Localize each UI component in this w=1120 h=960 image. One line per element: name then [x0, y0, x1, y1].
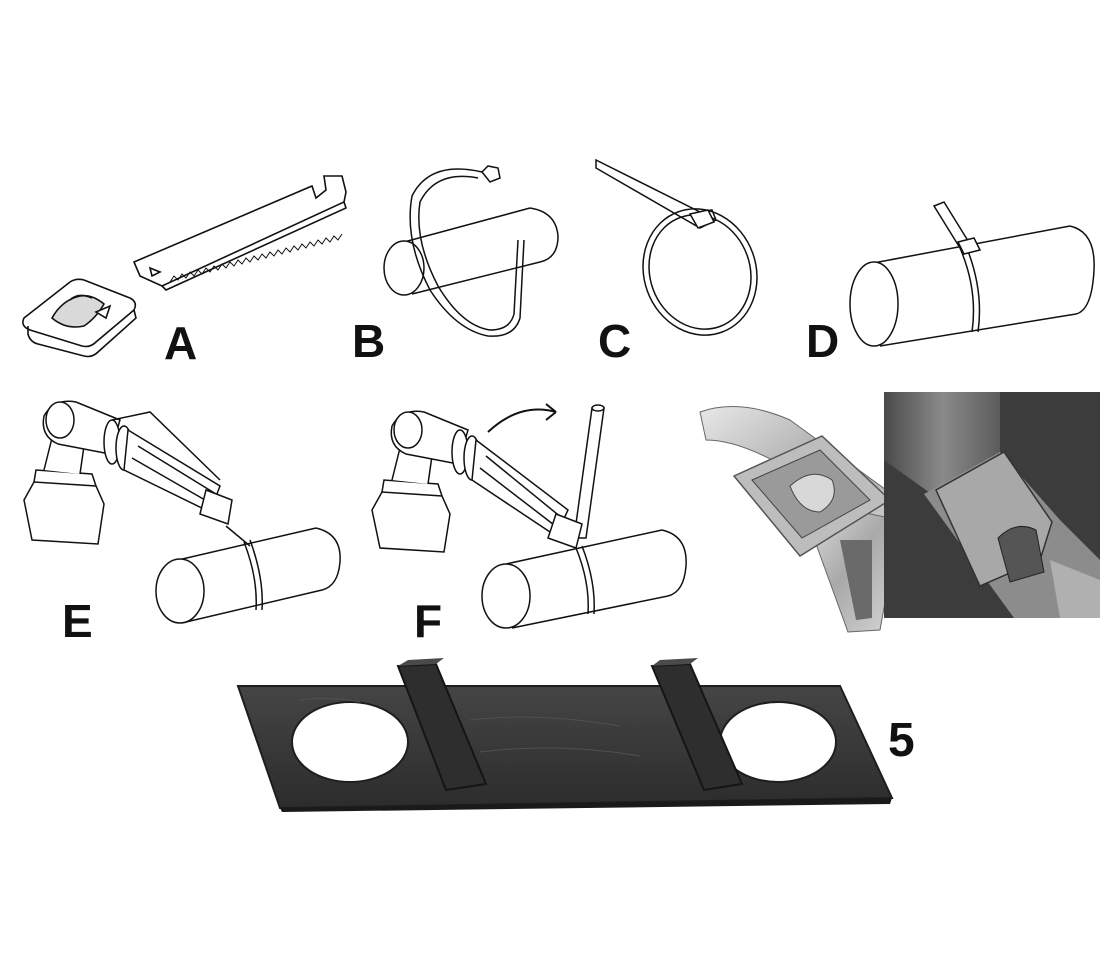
buckle-photo-side-icon [884, 392, 1100, 618]
panel-label-d: D [806, 315, 840, 367]
tool-lever-cutting-strap-icon [371, 403, 687, 629]
strap-tightened-on-pipe-icon [849, 201, 1095, 347]
buckle-and-strap-icon [22, 175, 347, 358]
tensioning-tool-on-pipe-icon [23, 400, 341, 624]
rubber-pad-icon [236, 658, 894, 812]
strap-loop-around-pipe-icon [383, 165, 559, 337]
panel-label-e: E [62, 595, 93, 647]
panel-label-f: F [414, 595, 443, 647]
panel-label-b: B [352, 315, 386, 367]
figure-number: 5 [888, 714, 915, 767]
strap-loop-icon [595, 158, 758, 336]
panel-label-c: C [598, 315, 632, 367]
buckle-photo-front-icon [694, 392, 916, 633]
panel-label-a: A [164, 317, 198, 369]
